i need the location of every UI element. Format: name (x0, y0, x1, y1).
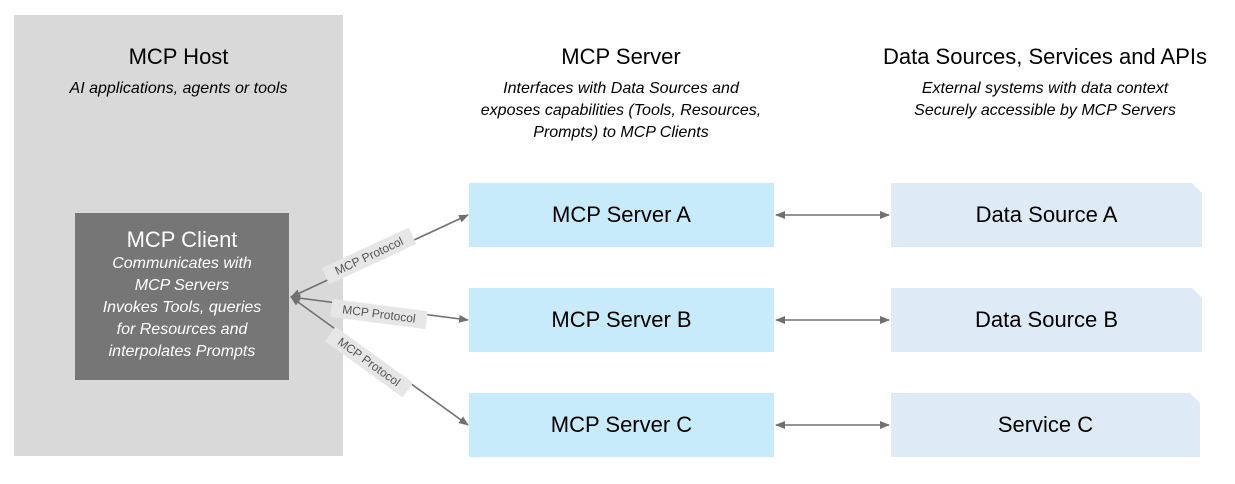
client-desc-line: Invokes Tools, queries (102, 299, 262, 316)
client-title: MCP Client (126, 227, 238, 252)
client-desc-line: MCP Servers (134, 277, 230, 294)
client-desc-line: interpolates Prompts (108, 343, 256, 360)
server-desc-line: Prompts) to MCP Clients (533, 124, 709, 141)
mcp-client-box: MCP Client Communicates with MCP Servers… (75, 213, 289, 380)
server-a-label: MCP Server A (552, 202, 691, 227)
data-source-b-box: Data Source B (891, 288, 1202, 352)
protocol-label-b: MCP Protocol (341, 302, 416, 325)
host-description: AI applications, agents or tools (69, 80, 288, 97)
server-desc-line: Interfaces with Data Sources and (503, 80, 739, 97)
server-c-label: MCP Server C (550, 412, 693, 437)
server-column-description: Interfaces with Data Sources and exposes… (460, 78, 782, 144)
data-source-b-label: Data Source B (974, 307, 1119, 332)
service-c-box: Service C (891, 393, 1200, 457)
data-source-a-label: Data Source A (975, 202, 1118, 227)
client-desc-line: for Resources and (116, 321, 248, 338)
data-source-a-box: Data Source A (891, 183, 1202, 247)
mcp-server-c-box: MCP Server C (469, 393, 774, 457)
host-title: MCP Host (128, 44, 229, 69)
protocol-label-b-group: MCP Protocol (330, 298, 428, 330)
protocol-label-c: MCP Protocol (335, 335, 403, 390)
server-b-label: MCP Server B (551, 307, 692, 332)
server-column-title: MCP Server (561, 44, 681, 69)
data-desc-line: Securely accessible by MCP Servers (914, 102, 1176, 119)
service-c-label: Service C (997, 412, 1094, 437)
mcp-server-b-box: MCP Server B (469, 288, 774, 352)
server-desc-line: exposes capabilities (Tools, Resources, (480, 102, 762, 119)
data-column-title: Data Sources, Services and APIs (882, 44, 1208, 69)
client-desc-line: Communicates with (112, 255, 252, 272)
data-column-description: External systems with data context Secur… (862, 78, 1228, 122)
data-desc-line: External systems with data context (921, 80, 1169, 97)
protocol-label-a: MCP Protocol (333, 234, 406, 278)
mcp-server-a-box: MCP Server A (469, 183, 774, 247)
